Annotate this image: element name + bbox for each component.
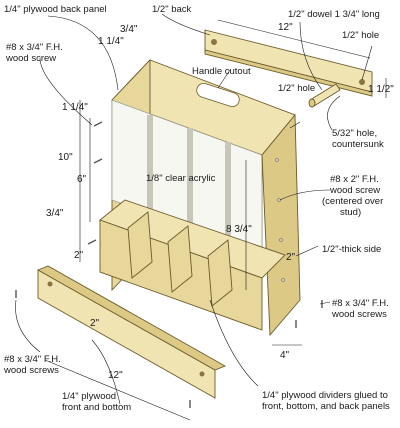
thick-side-label: 1/2"-thick side <box>322 244 381 255</box>
handle-cutout-label: Handle cutout <box>192 66 251 77</box>
screw-br-label-1: #8 x 3/4" F.H. <box>332 298 389 309</box>
dim-one-quarter-left: 1 1/4" <box>62 102 88 113</box>
screw-r-label-3: (centered over <box>322 196 383 207</box>
dowel <box>308 83 341 108</box>
screw-bl-label-2: wood screws <box>3 365 59 376</box>
dimension-lines <box>44 19 387 421</box>
dim-six: 6" <box>77 174 87 185</box>
plywood-back-panel-label: 1/4" plywood back panel <box>4 4 107 15</box>
front-bottom-label-1: 1/4" plywood <box>62 391 116 402</box>
dim-two-left: 2" <box>74 250 84 261</box>
organizer-body <box>99 58 301 337</box>
dividers-label-2: front, bottom, and back panels <box>262 401 390 412</box>
screw-bl-label-1: #8 x 3/4" F.H. <box>4 354 61 365</box>
dim-one-half: 1 1/2" <box>368 84 394 95</box>
dim-two-right: 2" <box>286 252 296 263</box>
front-strip <box>36 265 227 399</box>
half-hole-top-label: 1/2" hole <box>342 30 379 41</box>
screw-tl-label-1: #8 x 3/4" F.H. <box>6 42 63 53</box>
countersunk-label-2: countersunk <box>332 139 384 150</box>
dim-twelve-bottom: 12" <box>108 370 123 381</box>
screw-r-label-2: wood screw <box>329 185 380 196</box>
dim-one-quarter-top: 1 1/4" <box>98 36 124 47</box>
dim-four: 4" <box>280 350 290 361</box>
dim-two-front: 2" <box>90 318 100 329</box>
screw-tl-label-2: wood screw <box>5 53 56 64</box>
countersunk-label-1: 5/32" hole, <box>332 128 377 139</box>
front-bottom-label-2: front and bottom <box>62 402 131 413</box>
screw-r-label-1: #8 x 2" F.H. <box>330 174 379 185</box>
dim-ten: 10" <box>58 152 73 163</box>
dividers-label-1: 1/4" plywood dividers glued to <box>262 390 388 401</box>
dim-eight-three-quarter: 8 3/4" <box>226 224 252 235</box>
clear-acrylic-label: 1/8" clear acrylic <box>146 173 216 184</box>
dim-three-quarter-top: 3/4" <box>120 24 138 35</box>
dim-three-quarter-left: 3/4" <box>46 208 64 219</box>
screw-br-label-2: wood screws <box>331 309 387 320</box>
half-back-strip <box>204 29 373 97</box>
screw-r-label-4: stud) <box>340 207 361 218</box>
half-back-label: 1/2" back <box>152 4 192 15</box>
leader-lines <box>15 13 373 405</box>
dim-top-12: 12" <box>278 22 293 33</box>
half-hole-mid-label: 1/2" hole <box>278 83 315 94</box>
loose-screws <box>15 121 323 408</box>
dowel-label: 1/2" dowel 1 3/4" long <box>288 9 380 20</box>
handle-cutout <box>196 82 240 108</box>
